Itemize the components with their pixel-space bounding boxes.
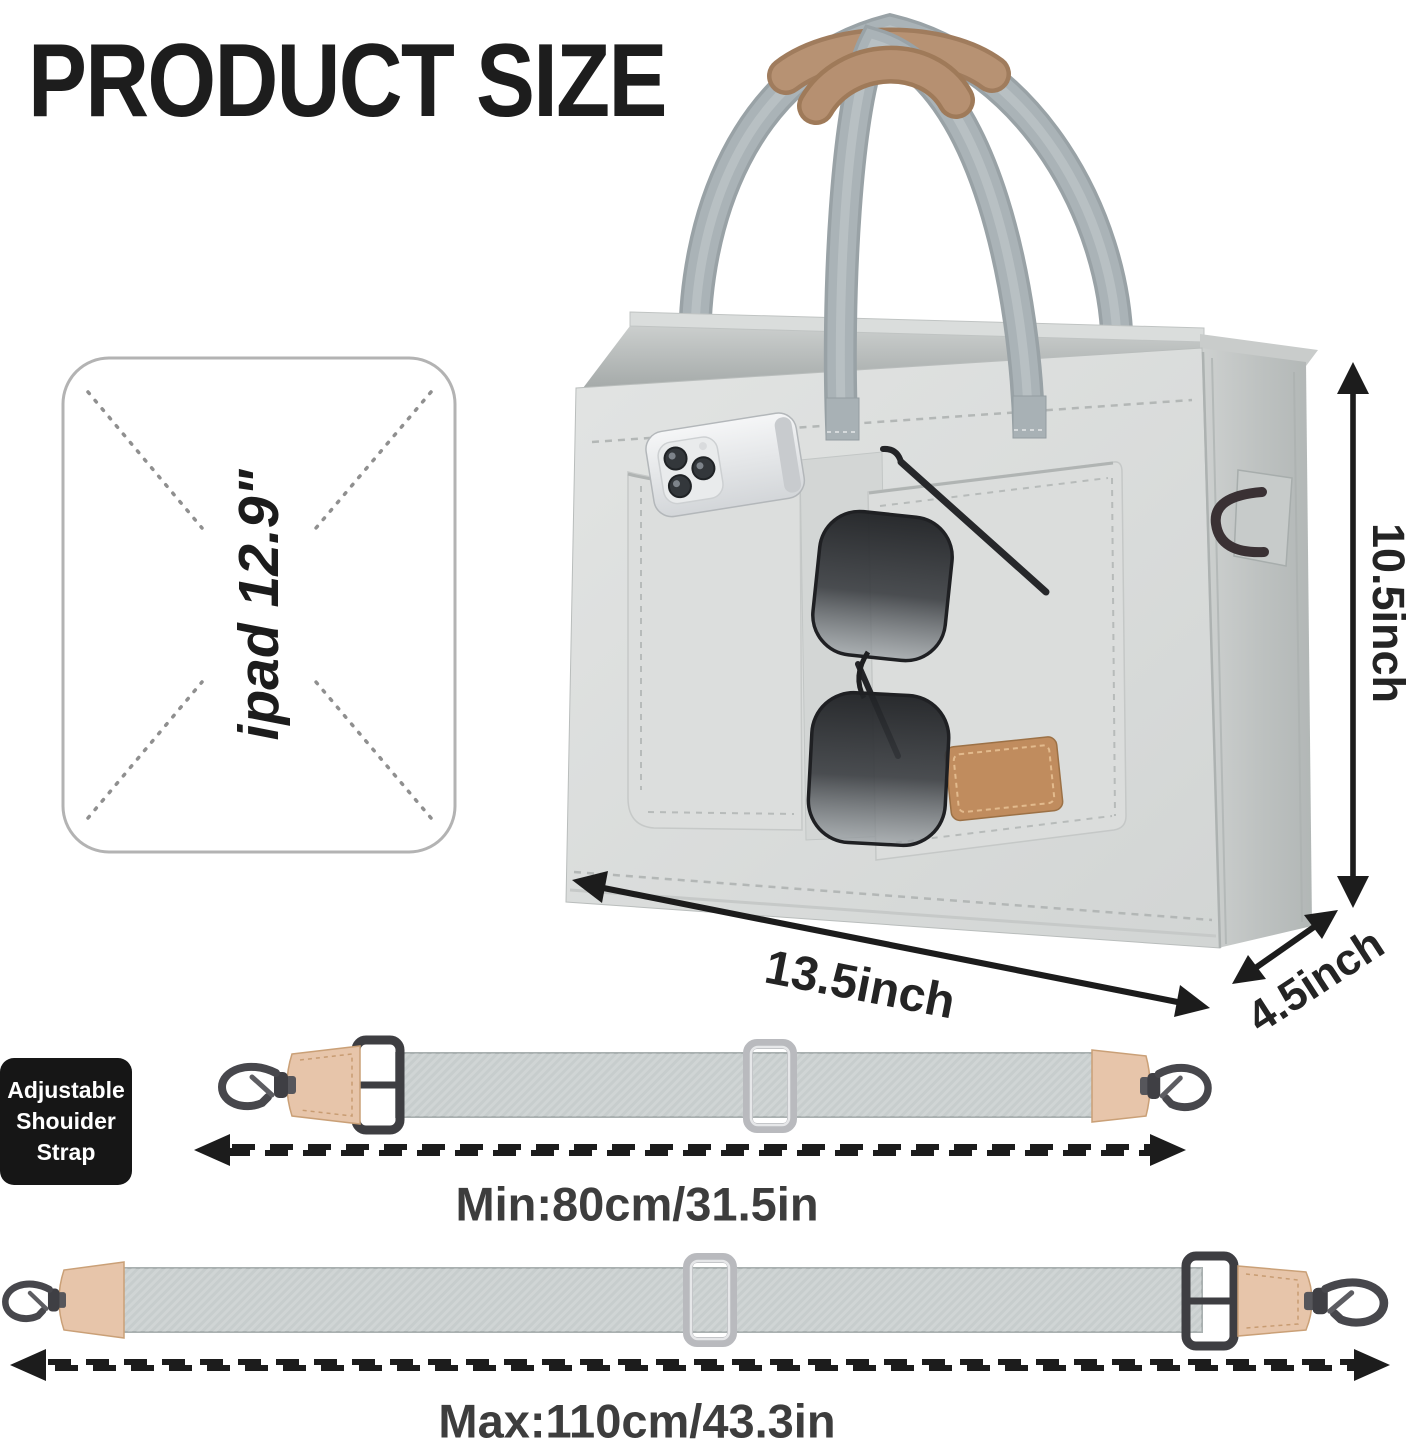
leather-tab [286,1045,361,1125]
depth-arrow [1232,910,1338,984]
height-arrow [1337,362,1369,908]
slide-ring-icon [683,1253,737,1347]
strap-adjuster-icon [1181,1251,1239,1351]
min-length-arrow [194,1134,1186,1166]
shoulder-strap-min [194,1035,1208,1166]
dimension-arrows [572,362,1369,1017]
badge-line: Adjustable [7,1077,125,1104]
badge-line: Strap [36,1138,96,1165]
snap-hook-icon [1140,1068,1208,1107]
ipad-size-label: ipad 12.9" [227,469,291,741]
slide-ring-icon [743,1039,797,1133]
front-bottom-stitch [573,870,1213,922]
leather-tag [944,736,1064,822]
max-length-arrow [10,1349,1390,1381]
leather-tab [58,1261,125,1339]
height-dimension-label: 10.5inch [1363,522,1412,704]
badge-line: Shouider [16,1108,116,1135]
strap-max-length-label: Max:110cm/43.3in [438,1394,836,1446]
snap-hook-icon [1304,1282,1384,1322]
d-ring [1210,469,1293,567]
leather-tab [1237,1265,1313,1337]
adjustable-strap-badge: Adjustable Shouider Strap [0,1058,132,1185]
bag-side-top-flap [1200,334,1318,366]
ipad-outline [61,356,457,854]
width-arrow [572,871,1210,1017]
snap-hook-icon [5,1284,66,1319]
bag-handle-back [678,12,1134,353]
shoulder-strap-max [5,1251,1390,1381]
front-top-stitch [591,398,1193,444]
phone [645,412,806,518]
strap-min-length-label: Min:80cm/31.5in [455,1177,819,1231]
bag-handle-front [797,24,1047,441]
tote-bag [565,12,1318,949]
page-title: PRODUCT SIZE [28,23,667,139]
diagonal-dotted-lines [86,390,433,820]
left-pocket [627,456,803,831]
sunglasses [806,445,1050,848]
snap-hook-icon [222,1067,296,1106]
